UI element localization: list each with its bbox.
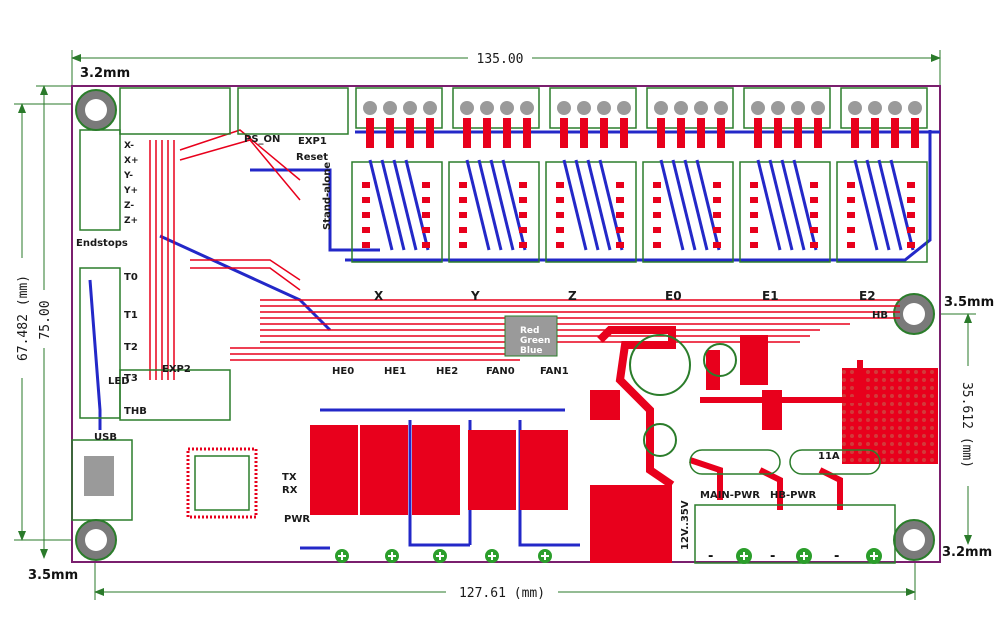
plus-terminal-icon: [436, 552, 444, 560]
exp2-label: EXP2: [162, 364, 191, 375]
endstop-label: Y+: [123, 186, 138, 196]
hole-br-label: 3.2mm: [942, 545, 992, 560]
endstop-label: Y-: [123, 171, 133, 181]
fuse-label: 11A: [818, 451, 840, 462]
minus-label: -: [834, 549, 839, 564]
bottom-layer-traces: [88, 130, 940, 550]
plus-terminal-icon: [800, 552, 808, 560]
t0-label: T0: [124, 272, 138, 283]
hole-bl-label: 3.5mm: [28, 568, 78, 583]
hb-pwr-label: HB-PWR: [770, 490, 817, 501]
he0-label: HE0: [332, 366, 354, 377]
stepper-driver-column: [642, 87, 734, 263]
mcu-chip: [186, 447, 258, 519]
silkscreen-labels: Endstops PS_ON EXP1 EXP2 Reset Stand-alo…: [76, 134, 888, 550]
t3-label: T3: [124, 373, 138, 384]
endstops-label: Endstops: [76, 238, 128, 249]
right-dimension: 35.612 (mm): [912, 313, 976, 545]
range-label: 12V..35V: [680, 500, 691, 550]
fan1-label: FAN1: [540, 366, 569, 377]
t1-label: T1: [124, 310, 138, 321]
stepper-driver-column: [448, 87, 540, 263]
right-height-label: 35.612 (mm): [959, 382, 974, 468]
minus-label: -: [770, 549, 775, 564]
endstop-label: X+: [124, 156, 138, 166]
hole-r-label: 3.5mm: [944, 295, 994, 310]
he1-label: HE1: [384, 366, 406, 377]
he2-label: HE2: [436, 366, 458, 377]
top-layer-copper: [149, 129, 938, 563]
fuses: [689, 449, 881, 475]
driver-axis-label: E0: [665, 289, 682, 303]
plus-terminal-icon: [870, 552, 878, 560]
bottom-dimension: 127.61 (mm): [94, 560, 916, 601]
driver-axis-label: Z: [568, 289, 577, 303]
driver-columns: [351, 87, 928, 263]
top-dimension: 135.00: [71, 50, 941, 88]
led-label-block: Red Green Blue: [504, 315, 558, 357]
stepper-driver-column: [545, 87, 637, 263]
driver-axis-label: Y: [470, 289, 480, 303]
thb-label: THB: [124, 406, 147, 417]
polarity-labels: - - -: [708, 549, 839, 564]
minus-label: -: [708, 549, 713, 564]
usb-label: USB: [94, 432, 117, 443]
endstop-label: X-: [124, 141, 134, 151]
led-red-label: Red: [520, 326, 539, 336]
plus-terminal-icon: [388, 552, 396, 560]
left-inner-height-label: 67.482 (mm): [16, 275, 31, 361]
exp-headers: [119, 87, 349, 421]
left-outer-height-label: 75.00: [38, 300, 53, 339]
hole-tl-label: 3.2mm: [80, 66, 130, 81]
hb-label: HB: [872, 310, 888, 321]
stepper-driver-column: [836, 87, 928, 263]
t2-label: T2: [124, 342, 138, 353]
stepper-driver-column: [739, 87, 831, 263]
plus-terminal-icon: [740, 552, 748, 560]
left-outer-dimension: 75.00: [36, 85, 72, 559]
endstop-label: Z+: [124, 216, 138, 226]
plus-terminal-icon: [488, 552, 496, 560]
mounting-hole-icon: [893, 519, 935, 561]
mounting-hole-icon: [75, 519, 117, 561]
top-width-label: 135.00: [477, 52, 524, 67]
led-green-label: Green: [520, 336, 550, 346]
mounting-hole-icon: [75, 89, 117, 131]
driver-axis-label: E1: [762, 289, 779, 303]
main-pwr-label: MAIN-PWR: [700, 490, 760, 501]
plus-terminal-icon: [338, 552, 346, 560]
capacitor: [629, 334, 737, 457]
endstop-header: [79, 129, 121, 419]
endstop-label: Z-: [124, 201, 134, 211]
mounting-hole-icon: [893, 293, 935, 335]
stepper-driver-column: [351, 87, 443, 263]
reset-label: Reset: [296, 152, 328, 163]
fan0-label: FAN0: [486, 366, 515, 377]
endstop-label-column: X- X+ Y- Y+ Z- Z+: [123, 141, 138, 226]
exp1-label: EXP1: [298, 136, 327, 147]
rx-label: RX: [282, 485, 298, 496]
led-label: LED: [108, 376, 130, 387]
tx-label: TX: [282, 472, 297, 483]
plus-terminal-icon: [541, 552, 549, 560]
led-blue-label: Blue: [520, 346, 542, 356]
driver-label-row: X Y Z E0 E1 E2: [374, 289, 876, 303]
driver-axis-label: X: [374, 289, 384, 303]
ps-on-label: PS_ON: [244, 134, 280, 145]
driver-axis-label: E2: [859, 289, 876, 303]
stand-alone-label: Stand-alone: [322, 162, 333, 230]
pwr-label: PWR: [284, 514, 310, 525]
usb-connector: [71, 439, 133, 521]
left-inner-dimension: 67.482 (mm): [14, 103, 88, 541]
bottom-width-label: 127.61 (mm): [459, 586, 545, 601]
